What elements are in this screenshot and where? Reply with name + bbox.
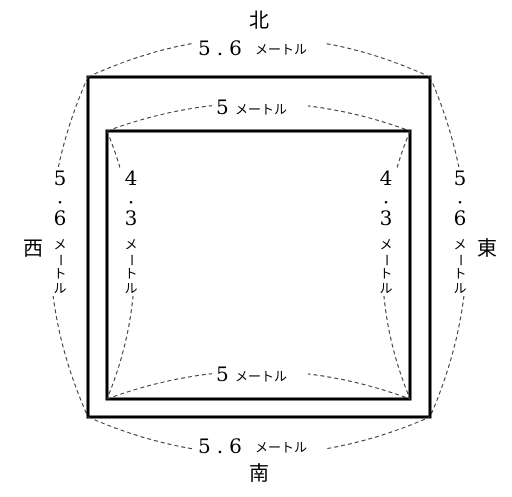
inner-right-label: 4·3 メートル (375, 166, 397, 297)
inner-left-label-unit-char-5: ト (124, 267, 137, 282)
inner-right-label-background (375, 167, 397, 296)
outer-right-label: 5·6 メートル (449, 166, 471, 297)
outer-frame (86, 75, 432, 419)
inner-right-label-dot-1: · (383, 190, 389, 214)
inner-left-label-background (120, 167, 142, 296)
direction-east: 東 (477, 236, 497, 260)
outer-right-label-unit-char-6: ル (453, 282, 466, 297)
inner-right-label-digit-2: 3 (380, 206, 393, 230)
inner-top-value: 5 (216, 95, 229, 119)
outer-bottom-value: 5.6 (198, 434, 248, 458)
outer-bottom-unit: メートル (255, 441, 307, 456)
outer-left-label: 5·6 メートル (49, 166, 71, 297)
outer-right-label-digit-0: 5 (454, 166, 467, 190)
outer-left-label-unit-char-4: ー (52, 253, 67, 266)
inner-right-arc (382, 130, 411, 400)
inner-frame (105, 129, 412, 401)
outer-left-label-digit-2: 6 (54, 206, 67, 230)
outer-top-value: 5.6 (198, 36, 248, 60)
inner-right-label-unit-char-4: ー (378, 253, 393, 266)
outer-right-label-unit-char-3: メ (453, 238, 466, 253)
outer-left-label-unit-char-3: メ (53, 238, 66, 253)
outer-left-label-unit-char-6: ル (53, 282, 66, 297)
inner-left-label-digit-2: 3 (125, 206, 138, 230)
outer-right-label-digit-2: 6 (454, 206, 467, 230)
outer-left-label-digit-0: 5 (54, 166, 67, 190)
inner-bottom-unit: メートル (235, 370, 287, 385)
inner-left-label: 4·3 メートル (120, 166, 142, 297)
outer-top-label: 5.6 メートル (192, 34, 326, 60)
outer-bottom-label: 5.6 メートル (192, 433, 326, 458)
inner-left-label-digit-0: 4 (125, 166, 138, 190)
inner-right-label-unit-char-3: メ (379, 238, 392, 253)
direction-north: 北 (249, 8, 269, 32)
inner-left-label-unit-char-4: ー (123, 253, 138, 266)
outer-top-unit: メートル (255, 43, 307, 58)
inner-right-label-unit-char-5: ト (379, 267, 392, 282)
outer-right-label-unit-char-5: ト (453, 267, 466, 282)
inner-bottom-value: 5 (216, 362, 229, 386)
inner-left-label-dot-1: · (128, 190, 134, 214)
inner-right-label-unit-char-6: ル (379, 282, 392, 297)
outer-right-label-dot-1: · (457, 190, 463, 214)
outer-left-label-dot-1: · (57, 190, 63, 214)
outer-left-label-unit-char-5: ト (53, 267, 66, 282)
inner-right-label-digit-0: 4 (380, 166, 393, 190)
inner-top-label: 5 メートル (212, 94, 308, 119)
inner-top-unit: メートル (235, 103, 287, 118)
direction-west: 西 (23, 236, 43, 260)
direction-south: 南 (249, 461, 269, 485)
inner-left-label-unit-char-3: メ (124, 238, 137, 253)
inner-bottom-label: 5 メートル (212, 361, 308, 386)
outer-right-label-background (449, 167, 471, 296)
outer-right-label-unit-char-4: ー (452, 253, 467, 266)
inner-left-arc (106, 130, 135, 400)
outer-left-label-background (49, 167, 71, 296)
inner-left-label-unit-char-6: ル (124, 282, 137, 297)
